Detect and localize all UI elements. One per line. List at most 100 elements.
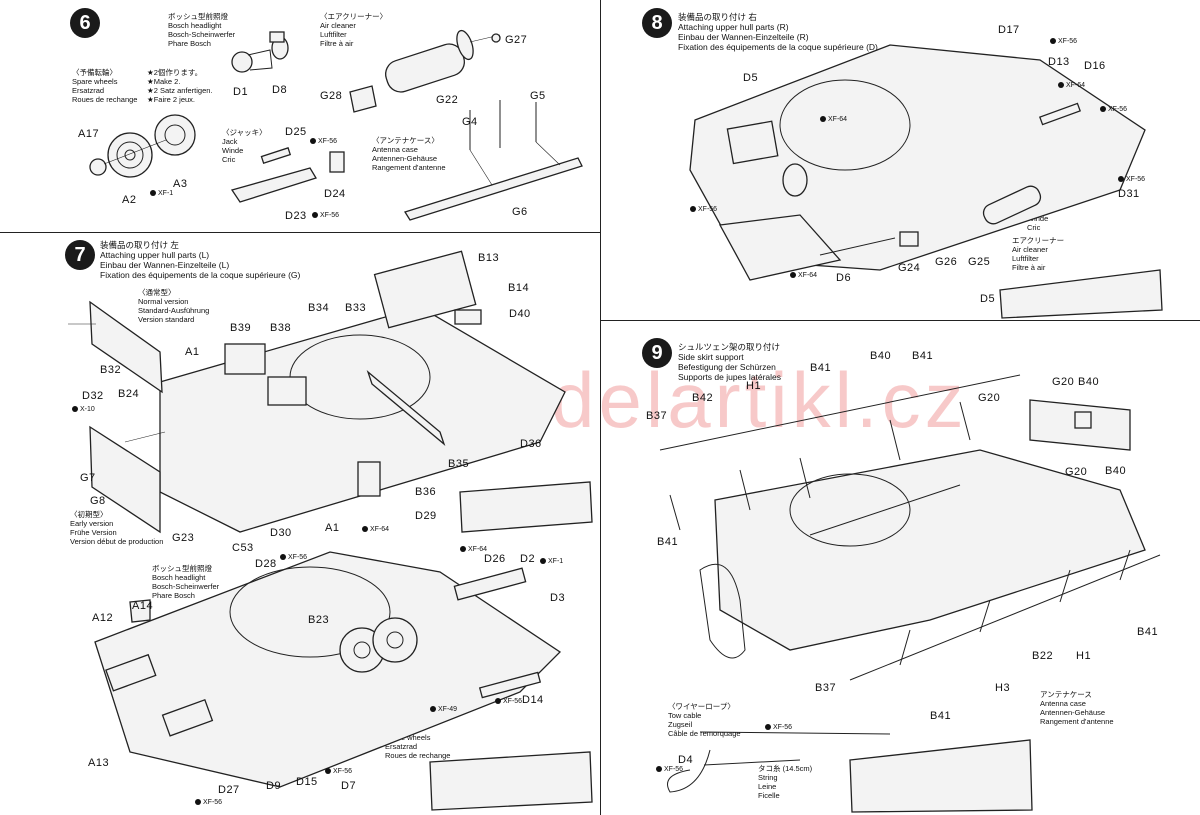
step-8-title: 装備品の取り付け 右 Attaching upper hull parts (R… [678, 12, 878, 52]
label-g4: G4 [462, 116, 478, 128]
label-d30: D30 [270, 527, 292, 539]
label-a3: A3 [173, 178, 188, 190]
label-a14: A14 [132, 600, 154, 612]
tow-cable-caption: 〈ワイヤーロープ〉 Tow cable Zugseil Câble de rem… [668, 702, 741, 738]
label-d32: D32 [82, 390, 104, 402]
label-d4: D4 [678, 754, 694, 766]
paint-xf56-a-9: XF-56 [765, 724, 792, 731]
label-g7: G7 [80, 472, 96, 484]
step-9-panel: 9 シュルツェン架の取り付け Side skirt support Befest… [600, 320, 1200, 815]
label-b32: B32 [100, 364, 122, 376]
paint-xf56-a: XF-56 [280, 554, 307, 561]
step-8-panel: 8 装備品の取り付け 右 Attaching upper hull parts … [600, 0, 1200, 320]
paint-xf64-a-8: XF-64 [1058, 82, 1085, 89]
label-b41-right: B41 [1137, 626, 1159, 638]
paint-xf64-a: XF-64 [362, 526, 389, 533]
label-b37-top: B37 [646, 410, 668, 422]
paint-xf56-b: XF-56 [195, 799, 222, 806]
label-d6: D6 [836, 272, 852, 284]
label-b40-top: B40 [870, 350, 892, 362]
label-d23: D23 [285, 210, 307, 222]
paint-xf56-2: XF-56 [312, 212, 339, 219]
jack-caption: 〈ジャッキ〉 Jack Winde Cric [222, 128, 267, 164]
aircleaner-caption: 〈エアクリーナー〉 Air cleaner Luftfilter Filtre … [320, 12, 388, 48]
antenna-case-caption: 〈アンテナケース〉 Antenna case Antennen-Gehäuse … [372, 136, 446, 172]
label-d5-bottom: D5 [980, 293, 996, 305]
step-7-panel: 7 装備品の取り付け 左 Attaching upper hull parts … [0, 232, 600, 815]
label-d24: D24 [324, 188, 346, 200]
label-d28: D28 [255, 558, 277, 570]
label-d7: D7 [341, 780, 357, 792]
step-7-drawing [68, 250, 593, 811]
step-8-number: 8 [642, 8, 672, 38]
paint-xf1: XF-1 [540, 558, 563, 565]
label-h1-top: H1 [746, 380, 762, 392]
label-a12: A12 [92, 612, 114, 624]
label-b36: B36 [415, 486, 437, 498]
paint-x10: X-10 [72, 406, 95, 413]
divider-step8-9 [600, 320, 1200, 321]
label-g23: G23 [172, 532, 195, 544]
label-b39: B39 [230, 322, 252, 334]
label-d8: D8 [272, 84, 288, 96]
label-h1-bottom: H1 [1076, 650, 1092, 662]
label-g28: G28 [320, 90, 343, 102]
label-d17: D17 [998, 24, 1020, 36]
step-7-number: 7 [65, 240, 95, 270]
label-a2: A2 [122, 194, 137, 206]
label-b13: B13 [478, 252, 500, 264]
step-6-drawing [89, 29, 583, 221]
label-b42: B42 [692, 392, 714, 404]
spare-wheels-caption: 〈予備転輪〉 Spare wheels Ersatzrad Roues de r… [72, 68, 138, 104]
paint-xf56-b-8: XF-56 [1100, 106, 1127, 113]
paint-xf56-c: XF-56 [325, 768, 352, 775]
step-9-drawing [659, 374, 1161, 813]
label-g26: G26 [935, 256, 958, 268]
paint-xf49: XF-49 [430, 706, 457, 713]
label-d15: D15 [296, 776, 318, 788]
label-c53: C53 [232, 542, 254, 554]
label-d25: D25 [285, 126, 307, 138]
aircleaner-caption-8: エアクリーナー Air cleaner Luftfilter Filtre à … [1012, 236, 1065, 272]
label-a17: A17 [78, 128, 100, 140]
label-b38: B38 [270, 322, 292, 334]
vertical-divider [600, 0, 601, 815]
label-d5-top: D5 [743, 72, 759, 84]
label-b41-bottom: B41 [930, 710, 952, 722]
label-a1-top: A1 [185, 346, 200, 358]
step-7-title: 装備品の取り付け 左 Attaching upper hull parts (L… [100, 240, 301, 280]
label-g27: G27 [505, 34, 528, 46]
headlight-caption-7: ボッシュ型前照燈 Bosch headlight Bosch-Scheinwer… [152, 564, 220, 600]
label-h3: H3 [995, 682, 1011, 694]
label-b41-mid: B41 [657, 536, 679, 548]
label-b40-inset: B40 [1078, 376, 1100, 388]
label-g24: G24 [898, 262, 921, 274]
step-9-title: シュルツェン架の取り付け Side skirt support Befestig… [678, 342, 782, 382]
paint-xf56-1: XF-56 [310, 138, 337, 145]
label-g20-inset: G20 [1052, 376, 1075, 388]
label-d13: D13 [1048, 56, 1070, 68]
label-g20-top: G20 [978, 392, 1001, 404]
label-d31: D31 [1118, 188, 1140, 200]
headlight-caption: ボッシュ型前照燈 Bosch headlight Bosch-Scheinwer… [168, 12, 236, 48]
label-d3: D3 [550, 592, 566, 604]
label-d40: D40 [509, 308, 531, 320]
early-version-caption: 〈初期型〉 Early version Frühe Version Versio… [70, 510, 164, 546]
label-g8: G8 [90, 495, 106, 507]
step-6-number: 6 [70, 8, 100, 38]
label-d14: D14 [522, 694, 544, 706]
label-b33: B33 [345, 302, 367, 314]
label-d2: D2 [520, 553, 536, 565]
label-b40-right: B40 [1105, 465, 1127, 477]
label-g5: G5 [530, 90, 546, 102]
step-8-drawing [689, 44, 1163, 319]
make-two-note: ★2個作ります。 ★Make 2. ★2 Satz anfertigen. ★F… [147, 68, 213, 104]
label-g20-right: G20 [1065, 466, 1088, 478]
label-b34: B34 [308, 302, 330, 314]
divider-step6-7 [0, 232, 600, 233]
label-d29: D29 [415, 510, 437, 522]
label-g22: G22 [436, 94, 459, 106]
label-d27: D27 [218, 784, 240, 796]
label-b41-left: B41 [810, 362, 832, 374]
paint-xf56-b-9: XF-56 [656, 766, 683, 773]
